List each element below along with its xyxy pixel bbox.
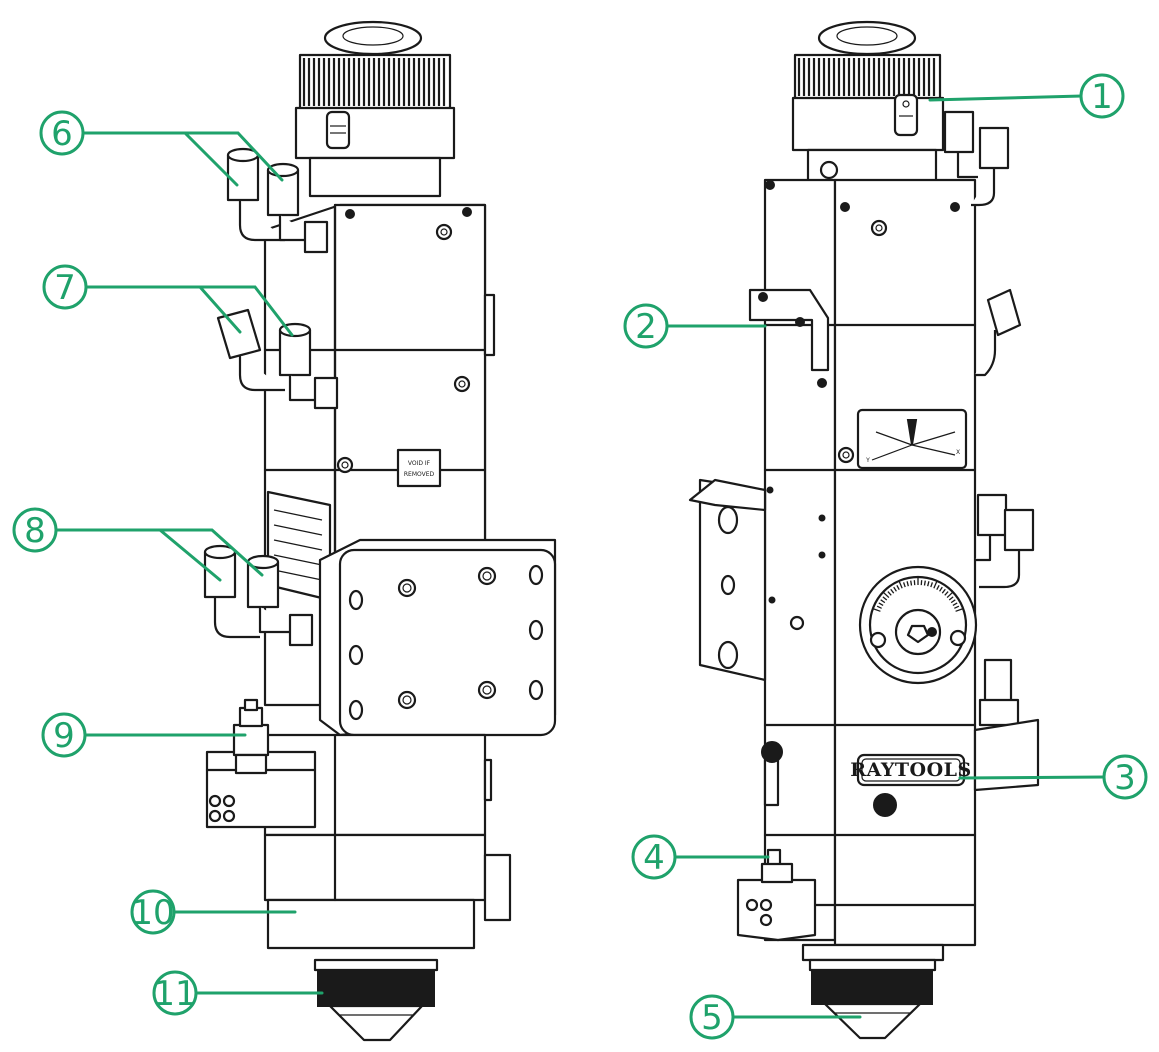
left-lower-body	[263, 733, 512, 950]
callout-7-circle	[42, 264, 88, 310]
callout-4-number: 4	[643, 838, 665, 878]
callout-6-leader-branch	[183, 131, 284, 182]
callout-3-circle	[1102, 754, 1148, 800]
left-fittings-6	[226, 147, 329, 254]
left-view: VOID IF REMOVED	[203, 20, 557, 1042]
callout-1: 1	[928, 73, 1125, 119]
left-nozzle	[313, 958, 439, 1042]
warning-plate-line1: VOID IF	[408, 460, 431, 467]
right-mounting-plate	[688, 478, 826, 682]
adjustment-dial	[858, 565, 978, 685]
callout-9-number: 9	[53, 716, 75, 756]
callout-5-number: 5	[701, 998, 723, 1038]
callout-2-number: 2	[635, 307, 657, 347]
callout-5-circle	[689, 994, 735, 1040]
callout-1-circle	[1079, 73, 1125, 119]
callout-4: 4	[631, 834, 770, 880]
callout-11: 11	[152, 970, 324, 1016]
callout-5: 5	[689, 994, 862, 1040]
warning-plate-line2: REMOVED	[404, 471, 435, 478]
mounting-plate	[318, 538, 557, 737]
axis-plate-x: X	[956, 449, 960, 456]
callout-9: 9	[41, 712, 247, 758]
brand-label: RAYTOOLS	[850, 759, 971, 781]
left-top-collar	[294, 20, 456, 198]
callout-11-circle	[152, 970, 198, 1016]
right-nozzle	[801, 943, 945, 1040]
callout-8-number: 8	[24, 511, 46, 551]
left-fittings-7	[216, 308, 339, 410]
callout-10: 10	[130, 889, 297, 935]
callout-6: 6	[39, 110, 284, 187]
right-view: Y X	[688, 20, 1040, 1040]
callout-6-circle	[39, 110, 85, 156]
callout-7-leader-branch	[198, 285, 294, 337]
callout-1-number: 1	[1091, 77, 1113, 117]
callout-6-leader	[80, 131, 239, 187]
right-lower-arm	[736, 718, 1040, 942]
warning-plate: VOID IF REMOVED	[396, 448, 442, 488]
callout-7-leader	[83, 285, 242, 334]
callout-7-number: 7	[54, 268, 76, 308]
callout-8: 8	[12, 507, 264, 582]
callout-8-leader	[53, 528, 222, 582]
callout-3-number: 3	[1114, 758, 1136, 798]
right-bracket	[748, 288, 830, 388]
callout-3: 3	[958, 754, 1148, 800]
callout-2: 2	[623, 303, 767, 349]
right-fittings	[943, 110, 1035, 727]
callout-9-circle	[41, 712, 87, 758]
brand-badge: RAYTOOLS	[761, 741, 971, 817]
callout-layer: 1 2 3 4 5 6 7 8 9 10 11	[12, 73, 1148, 1040]
callout-8-leader-branch	[158, 528, 264, 577]
callout-11-number: 11	[153, 974, 196, 1014]
callout-10-number: 10	[131, 893, 174, 933]
left-fittings-8	[203, 544, 314, 647]
callout-7: 7	[42, 264, 294, 337]
callout-2-circle	[623, 303, 669, 349]
callout-3-leader	[958, 775, 1107, 780]
axis-plate-y: Y	[865, 457, 870, 464]
callout-8-circle	[12, 507, 58, 553]
left-sensor-arm	[205, 698, 317, 829]
right-top-collar	[791, 20, 945, 202]
callout-6-number: 6	[51, 114, 73, 154]
callout-10-circle	[130, 889, 176, 935]
axis-plate: Y X	[856, 408, 968, 470]
callout-1-leader	[928, 94, 1084, 102]
callout-4-circle	[631, 834, 677, 880]
